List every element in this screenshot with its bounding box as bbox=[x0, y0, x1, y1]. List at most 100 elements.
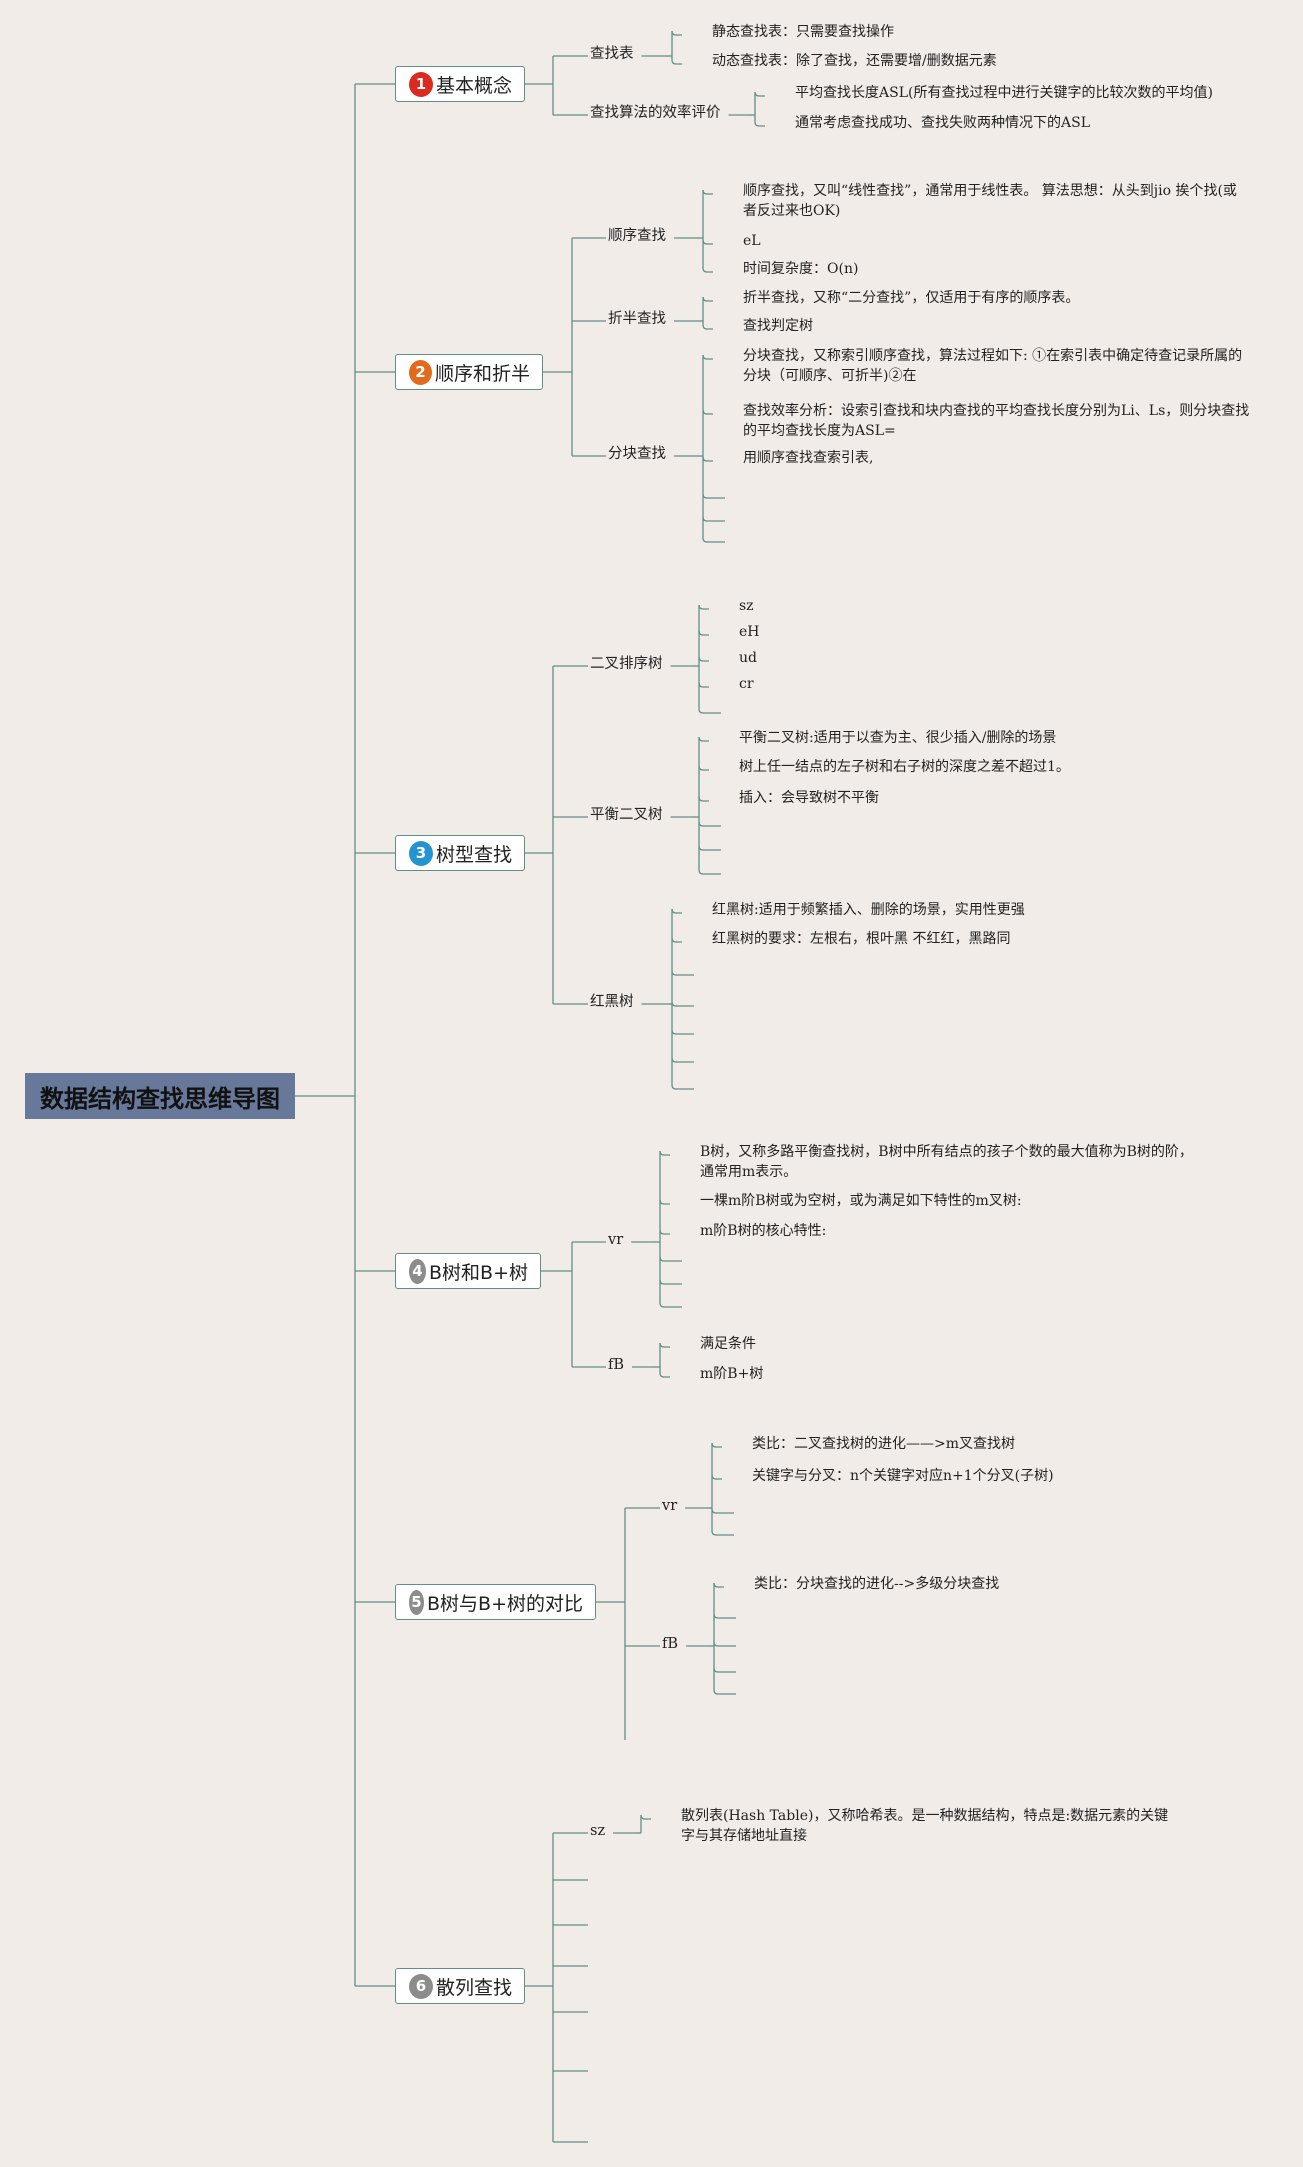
leaf-item[interactable]: 静态查找表：只需要查找操作 bbox=[712, 24, 894, 40]
leaf-connector bbox=[698, 630, 709, 636]
group-label[interactable]: 查找表 bbox=[590, 46, 634, 62]
leaf-item[interactable]: 插入：会导致树不平衡 bbox=[739, 790, 879, 806]
group-label[interactable]: vr bbox=[608, 1232, 624, 1248]
group-label[interactable]: 红黑树 bbox=[590, 994, 634, 1010]
group-label[interactable]: 折半查找 bbox=[608, 311, 666, 327]
group-label[interactable]: sz bbox=[590, 1823, 606, 1839]
group-label[interactable]: 顺序查找 bbox=[608, 228, 666, 244]
leaf-item[interactable]: 折半查找，又称“二分查找”，仅适用于有序的顺序表。 bbox=[743, 290, 1080, 306]
leaf-connector bbox=[671, 970, 694, 976]
section-label: 树型查找 bbox=[435, 843, 512, 866]
group-label[interactable]: 查找算法的效率评价 bbox=[590, 105, 721, 121]
group-label[interactable]: 分块查找 bbox=[608, 446, 666, 462]
section-label: 顺序和折半 bbox=[434, 362, 530, 385]
leaf-connector bbox=[702, 354, 713, 360]
leaf-connector bbox=[671, 30, 682, 36]
leaf-connector bbox=[698, 708, 721, 714]
root-topic[interactable]: 数据结构查找思维导图 bbox=[25, 1073, 295, 1119]
leaf-item[interactable]: m阶B树的核心特性: bbox=[700, 1223, 827, 1239]
leaf-connector bbox=[659, 1256, 682, 1262]
leaf-connector bbox=[711, 1508, 734, 1514]
leaf-connector bbox=[713, 1667, 736, 1673]
number-badge-icon: 5 bbox=[409, 1589, 424, 1615]
leaf-item[interactable]: 时间复杂度：O(n) bbox=[743, 261, 859, 277]
leaf-item[interactable]: 树上任一结点的左子树和右子树的深度之差不超过1。 bbox=[739, 759, 1070, 775]
leaf-item[interactable]: 一棵m阶B树或为空树，或为满足如下特性的m叉树: bbox=[700, 1193, 1022, 1209]
leaf-connector bbox=[702, 493, 725, 499]
leaf-connector bbox=[698, 845, 721, 851]
leaf-connector bbox=[698, 765, 709, 771]
group-label[interactable]: 平衡二叉树 bbox=[590, 807, 663, 823]
leaf-connector bbox=[713, 1641, 736, 1647]
leaf-item[interactable]: 散列表(Hash Table)，又称哈希表。是一种数据结构，特点是:数据元素的关… bbox=[681, 1808, 1169, 1844]
leaf-connector bbox=[702, 296, 713, 302]
leaf-connector bbox=[640, 1814, 651, 1820]
group-label[interactable]: 二叉排序树 bbox=[590, 656, 663, 672]
leaf-connector bbox=[702, 516, 725, 522]
leaf-connector bbox=[702, 267, 713, 273]
section-label: B树与B+树的对比 bbox=[427, 1592, 583, 1615]
section-label: 基本概念 bbox=[435, 74, 512, 97]
leaf-item[interactable]: 分块查找，又称索引顺序查找，算法过程如下: ①在索引表中确定待查记录所属的分块（… bbox=[743, 348, 1243, 384]
leaf-connector bbox=[702, 537, 725, 543]
leaf-item[interactable]: 查找判定树 bbox=[743, 318, 813, 334]
number-badge-icon: 1 bbox=[409, 71, 433, 97]
leaf-item[interactable]: sz bbox=[739, 598, 754, 614]
leaf-item[interactable]: ud bbox=[739, 650, 757, 666]
leaf-connector bbox=[659, 1279, 682, 1285]
section-label: 散列查找 bbox=[435, 1976, 512, 1999]
leaf-connector bbox=[659, 1229, 670, 1235]
leaf-connector bbox=[698, 869, 721, 875]
number-badge-icon: 2 bbox=[409, 359, 432, 385]
leaf-connector bbox=[698, 736, 709, 742]
leaf-connector bbox=[702, 239, 713, 245]
leaf-connector bbox=[702, 189, 713, 195]
leaf-item[interactable]: 红黑树的要求：左根右，根叶黑 不红红，黑路同 bbox=[712, 931, 1011, 947]
leaf-item[interactable]: 平衡二叉树:适用于以查为主、很少插入/删除的场景 bbox=[739, 730, 1057, 746]
leaf-item[interactable]: B树，又称多路平衡查找树，B树中所有结点的孩子个数的最大值称为B树的阶，通常用m… bbox=[700, 1144, 1193, 1180]
leaf-item[interactable]: 类比：二叉查找树的进化——>m叉查找树 bbox=[752, 1436, 1016, 1452]
leaf-connector bbox=[702, 456, 713, 462]
leaf-connector bbox=[671, 1029, 694, 1035]
leaf-item[interactable]: 平均查找长度ASL(所有查找过程中进行关键字的比较次数的平均值) bbox=[795, 85, 1213, 101]
group-label[interactable]: vr bbox=[662, 1498, 678, 1514]
group-label[interactable]: fB bbox=[608, 1357, 625, 1373]
leaf-connector bbox=[671, 937, 682, 943]
leaf-connector bbox=[659, 1372, 670, 1378]
leaf-item[interactable]: eH bbox=[739, 624, 760, 640]
leaf-connector bbox=[698, 604, 709, 610]
leaf-connector bbox=[711, 1442, 722, 1448]
group-label[interactable]: fB bbox=[662, 1636, 679, 1652]
leaf-connector bbox=[671, 1001, 694, 1007]
leaf-connector bbox=[713, 1689, 736, 1695]
leaf-item[interactable]: cr bbox=[739, 676, 754, 692]
leaf-connector bbox=[671, 59, 682, 65]
leaf-item[interactable]: 通常考虑查找成功、查找失败两种情况下的ASL bbox=[795, 115, 1090, 131]
leaf-connector bbox=[659, 1150, 670, 1156]
leaf-item[interactable]: 类比：分块查找的进化-->多级分块查找 bbox=[754, 1576, 1000, 1592]
leaf-connector bbox=[713, 1582, 724, 1588]
leaf-item[interactable]: 红黑树:适用于频繁插入、删除的场景，实用性更强 bbox=[712, 902, 1025, 918]
leaf-item[interactable]: 用顺序查找查索引表, bbox=[743, 450, 874, 466]
leaf-item[interactable]: 关键字与分叉：n个关键字对应n+1个分叉(子树) bbox=[752, 1468, 1054, 1484]
number-badge-icon: 3 bbox=[409, 840, 433, 866]
leaf-item[interactable]: 查找效率分析：设索引查找和块内查找的平均查找长度分别为Li、Ls，则分块查找的平… bbox=[743, 403, 1250, 439]
leaf-connector bbox=[671, 908, 682, 914]
leaf-item[interactable]: 动态查找表：除了查找，还需要增/删数据元素 bbox=[712, 53, 997, 69]
leaf-item[interactable]: m阶B+树 bbox=[700, 1366, 764, 1382]
leaf-connector bbox=[671, 1057, 694, 1063]
leaf-item[interactable]: 满足条件 bbox=[700, 1336, 756, 1352]
leaf-connector bbox=[754, 121, 765, 127]
leaf-connector bbox=[754, 91, 765, 97]
leaf-item[interactable]: eL bbox=[743, 233, 761, 249]
leaf-connector bbox=[711, 1530, 734, 1536]
leaf-connector bbox=[698, 656, 709, 662]
leaf-item[interactable]: 顺序查找，又叫“线性查找”，通常用于线性表。 算法思想：从头到jio 挨个找(或… bbox=[743, 183, 1237, 219]
